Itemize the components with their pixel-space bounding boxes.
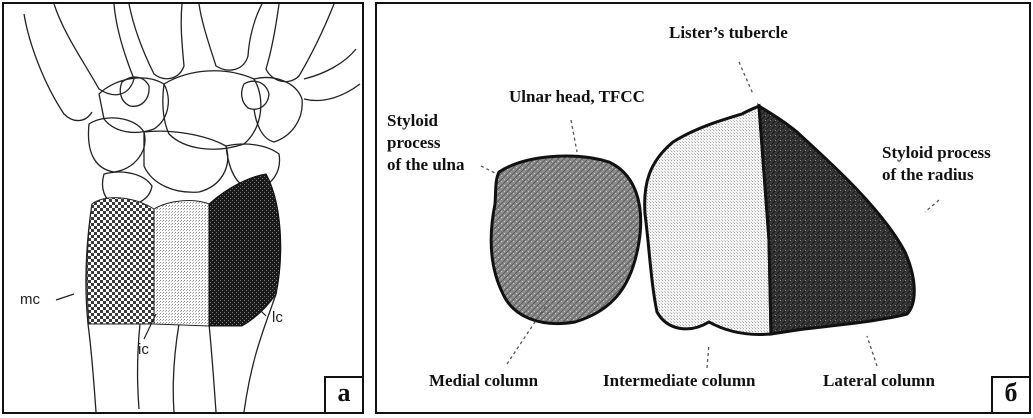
panel-a-letter: a [324, 376, 362, 412]
label-styloid-ulna-line2: process [387, 132, 441, 153]
label-mc: mc [20, 292, 40, 307]
leader-mc [56, 294, 74, 300]
leader-styloid-radius [925, 200, 939, 212]
label-styloid-ulna-line3: of the ulna [387, 154, 464, 175]
medial-column-region [87, 198, 154, 324]
label-lc: lc [272, 310, 283, 325]
metacarpal-4 [266, 4, 334, 82]
label-lateral-column: Lateral column [823, 370, 935, 391]
leader-intermediate-column [707, 344, 709, 368]
intermediate-column-shape [645, 106, 771, 335]
lateral-column-region [209, 174, 281, 326]
label-styloid-radius-line2: of the radius [882, 164, 974, 185]
intermediate-column-region [154, 201, 209, 326]
label-styloid-ulna-line1: Styloid [387, 110, 438, 131]
leader-lateral-column [867, 336, 877, 366]
label-intermediate-column: Intermediate column [603, 370, 756, 391]
leader-ulnar-head [571, 120, 577, 152]
panel-a-wrist-drawing: mc ic lc a [2, 2, 364, 414]
panel-b-column-diagram: Lister’s tubercle Ulnar head, TFCC Stylo… [375, 2, 1031, 414]
columns-cross-section [377, 4, 1029, 412]
thumb [304, 49, 360, 101]
label-ulnar-head-tfcc: Ulnar head, TFCC [509, 86, 645, 107]
medial-column-shape [491, 156, 640, 324]
metacarpal-2 [129, 4, 184, 79]
radius-inner [173, 324, 216, 412]
wrist-illustration [4, 4, 362, 412]
carpal-6 [88, 118, 144, 172]
carpal-1 [99, 78, 168, 132]
metacarpal-3 [199, 4, 262, 70]
leader-styloid-ulna [481, 166, 497, 174]
label-medial-column: Medial column [429, 370, 538, 391]
carpal-7 [144, 131, 228, 192]
lateral-column-shape [759, 106, 914, 334]
ulnar-bone-left [24, 14, 92, 121]
label-styloid-radius-line1: Styloid process [882, 142, 991, 163]
panel-b-letter: б [991, 376, 1029, 412]
label-ic: ic [138, 342, 149, 357]
carpal-5 [242, 81, 269, 109]
label-listers-tubercle: Lister’s tubercle [669, 22, 788, 43]
leader-listers-tubercle [739, 62, 753, 94]
